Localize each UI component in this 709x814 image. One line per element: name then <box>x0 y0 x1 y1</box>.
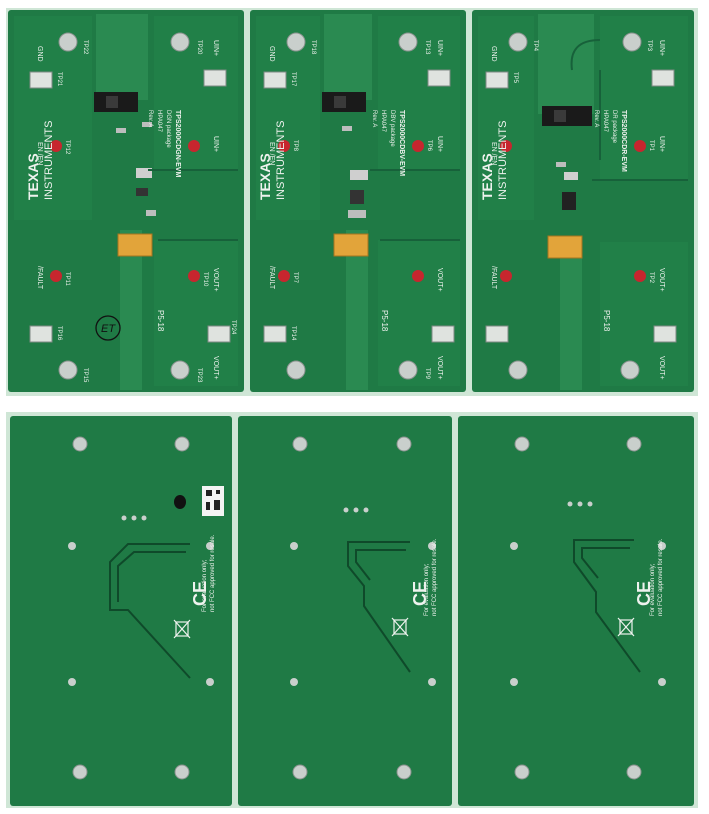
svg-text:VOUT+: VOUT+ <box>658 268 665 292</box>
svg-text:INSTRUMENTS: INSTRUMENTS <box>497 121 509 200</box>
svg-text:TP5: TP5 <box>512 72 518 84</box>
svg-text:TP6: TP6 <box>426 140 432 152</box>
svg-text:UIN+: UIN+ <box>436 136 443 152</box>
disclaimer-line-2: not FCC approved for resale. <box>210 534 216 612</box>
svg-text:TP24: TP24 <box>230 320 236 335</box>
svg-text:HPA047: HPA047 <box>602 110 608 133</box>
svg-text:GND: GND <box>490 46 497 62</box>
qr-label <box>202 486 224 516</box>
label-gnd: GND <box>36 46 43 62</box>
testpoint-vout <box>188 270 200 282</box>
svg-text:UIN+: UIN+ <box>436 40 443 56</box>
svg-text:CE: CE <box>634 581 654 606</box>
front-board-2: TEXAS INSTRUMENTS TPS2000CDBV-EVM DBV pa… <box>250 10 466 392</box>
svg-text:TP3: TP3 <box>646 40 652 52</box>
svg-text:UIN+: UIN+ <box>658 136 665 152</box>
svg-text:EN /EN: EN /EN <box>268 142 275 165</box>
handwritten-marking: ET <box>95 315 121 341</box>
svg-text:TP16: TP16 <box>56 326 62 341</box>
svg-text:EN /EN: EN /EN <box>490 142 497 165</box>
testpoint-uin <box>188 140 200 152</box>
svg-text:VOUT+: VOUT+ <box>658 356 665 380</box>
svg-text:TEXAS: TEXAS <box>479 153 495 200</box>
svg-text:VOUT+: VOUT+ <box>436 268 443 292</box>
svg-text:TP11: TP11 <box>64 272 70 287</box>
svg-text:TP23: TP23 <box>196 368 202 383</box>
ce-mark: CE <box>190 581 210 606</box>
svg-text:TP9: TP9 <box>424 368 430 380</box>
board-part: HPA047 <box>156 110 162 133</box>
svg-text:HPA047: HPA047 <box>380 110 386 133</box>
svg-text:INSTRUMENTS: INSTRUMENTS <box>43 121 55 200</box>
svg-text:TEXAS: TEXAS <box>25 153 41 200</box>
svg-text:VOUT+: VOUT+ <box>436 356 443 380</box>
svg-text:/FAULT: /FAULT <box>268 266 275 290</box>
label-fault: /FAULT <box>36 266 43 290</box>
svg-text:UIN+: UIN+ <box>658 40 665 56</box>
svg-text:TEXAS: TEXAS <box>257 153 273 200</box>
front-side-panel: TEXAS INSTRUMENTS TPS2000CDGN-EVM DGN pa… <box>6 8 698 396</box>
ti-logo: TEXAS INSTRUMENTS <box>25 121 55 200</box>
svg-text:TP4: TP4 <box>532 40 538 52</box>
svg-text:TP8: TP8 <box>292 140 298 152</box>
back-board-2: CE For evaluation only; not FCC approved… <box>238 416 452 806</box>
svg-text:TP1: TP1 <box>648 140 654 152</box>
svg-text:TP7: TP7 <box>292 272 298 284</box>
svg-text:TPS2000CDBV-EVM: TPS2000CDBV-EVM <box>398 110 405 176</box>
svg-text:For evaluation only;: For evaluation only; <box>650 563 656 616</box>
svg-text:P5-18: P5-18 <box>380 310 389 332</box>
label-uin: UIN+ <box>212 136 219 152</box>
svg-text:ET: ET <box>101 323 116 335</box>
svg-text:TP12: TP12 <box>64 140 70 155</box>
back-board-1: CE For evaluation only; not FCC approved… <box>10 416 232 806</box>
svg-text:TP17: TP17 <box>290 72 296 87</box>
svg-text:Rev. A: Rev. A <box>593 110 599 127</box>
svg-text:TP20: TP20 <box>196 40 202 55</box>
svg-text:/FAULT: /FAULT <box>490 266 497 290</box>
svg-text:GND: GND <box>268 46 275 62</box>
tantalum-capacitor <box>117 233 153 257</box>
disclaimer-line-1: For evaluation only; <box>202 559 208 612</box>
testpoint-en <box>50 140 62 152</box>
back-board-3: CE For evaluation only; not FCC approved… <box>458 416 694 806</box>
front-board-1: TEXAS INSTRUMENTS TPS2000CDGN-EVM DGN pa… <box>8 10 244 392</box>
svg-text:TP14: TP14 <box>290 326 296 341</box>
svg-text:TP18: TP18 <box>310 40 316 55</box>
board-code: P5-18 <box>156 310 165 332</box>
svg-text:TP21: TP21 <box>56 72 62 87</box>
weee-icon <box>173 619 191 639</box>
testpoint-fault <box>50 270 62 282</box>
back-side-panel: CE For evaluation only; not FCC approved… <box>6 412 698 808</box>
board-package: DGN package <box>165 110 171 148</box>
svg-text:TP10: TP10 <box>202 272 208 287</box>
label-vout: VOUT+ <box>212 268 219 292</box>
svg-text:DR package: DR package <box>611 110 617 144</box>
front-board-3: TEXAS INSTRUMENTS TPS2000CDR-EVM DR pack… <box>472 10 694 392</box>
svg-text:INSTRUMENTS: INSTRUMENTS <box>275 121 287 200</box>
svg-text:not FCC approved for resale.: not FCC approved for resale. <box>432 538 438 616</box>
svg-text:TP15: TP15 <box>82 368 88 383</box>
svg-text:not FCC approved for resale.: not FCC approved for resale. <box>658 538 664 616</box>
label-vout-bottom: VOUT+ <box>212 356 219 380</box>
svg-text:TP13: TP13 <box>424 40 430 55</box>
svg-text:TPS2000CDR-EVM: TPS2000CDR-EVM <box>620 110 627 172</box>
svg-text:TP2: TP2 <box>648 272 654 284</box>
svg-text:TP22: TP22 <box>82 40 88 55</box>
svg-text:Rev. A: Rev. A <box>371 110 377 127</box>
board-rev: Rev. A <box>147 110 153 127</box>
label-en: EN /EN <box>36 142 43 165</box>
board-title: TPS2000CDGN-EVM <box>174 110 181 177</box>
svg-text:CE: CE <box>410 581 430 606</box>
svg-text:For evaluation only;: For evaluation only; <box>424 563 430 616</box>
svg-text:P5-18: P5-18 <box>602 310 611 332</box>
label-uin-top: UIN+ <box>212 40 219 56</box>
svg-text:DBV package: DBV package <box>389 110 395 147</box>
